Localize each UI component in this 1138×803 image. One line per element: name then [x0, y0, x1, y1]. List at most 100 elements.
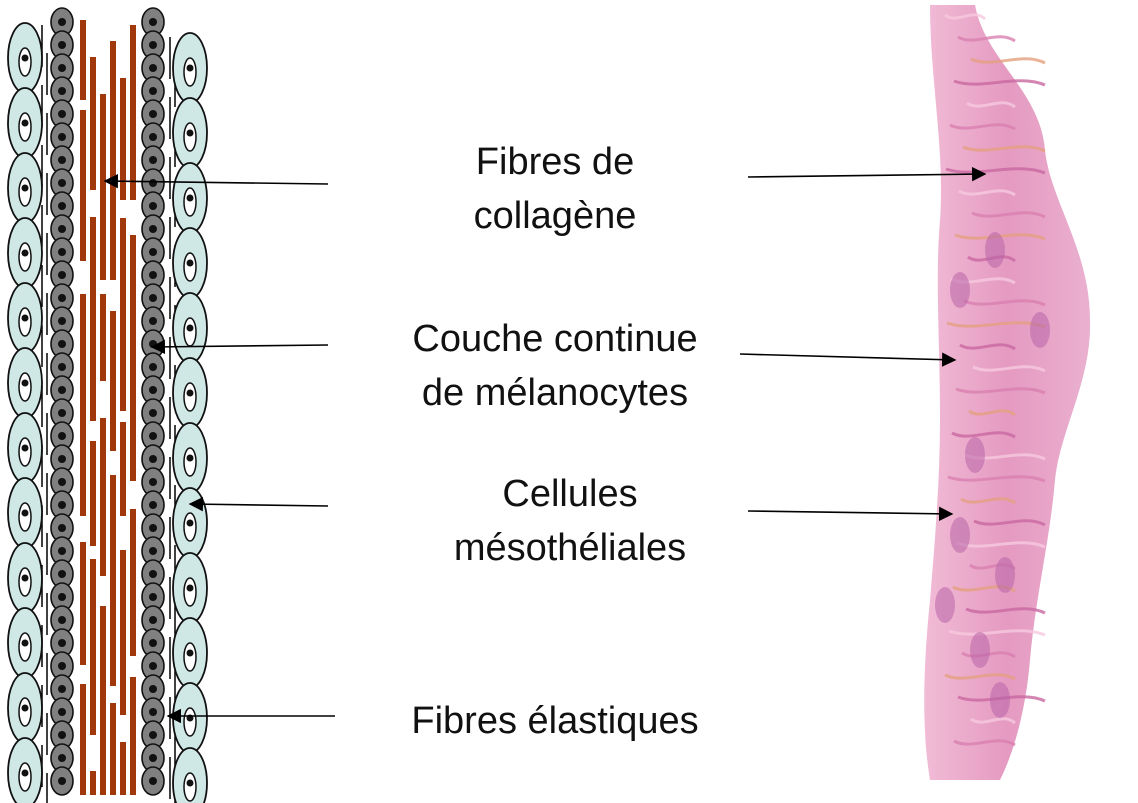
- melanocyte-nucleus: [149, 639, 157, 647]
- melanocyte-nucleus: [58, 248, 66, 256]
- tissue-nucleus: [950, 517, 970, 553]
- melanocyte-nucleus: [149, 616, 157, 624]
- melanocyte-nucleus: [149, 317, 157, 325]
- arrow-melanocytes-right: [740, 354, 955, 360]
- label-melanocyte-layer: Couche continuede mélanocytes: [370, 312, 740, 420]
- mesothelial-cell-inner: [19, 503, 31, 531]
- melanocyte-nucleus: [58, 363, 66, 371]
- melanocyte-nucleus: [149, 133, 157, 141]
- melanocyte-nucleus: [149, 18, 157, 26]
- mesothelial-nucleus: [187, 260, 194, 267]
- melanocyte-nucleus: [149, 179, 157, 187]
- mesothelial-cell-inner: [184, 188, 196, 216]
- melanocyte-nucleus: [58, 754, 66, 762]
- melanocyte-nucleus: [149, 593, 157, 601]
- mesothelial-cell-inner: [184, 58, 196, 86]
- collagen-fiber: [100, 94, 106, 280]
- melanocyte-nucleus: [149, 294, 157, 302]
- tissue-nucleus: [935, 587, 955, 623]
- tissue-nucleus: [985, 232, 1005, 268]
- melanocyte-nucleus: [149, 87, 157, 95]
- mesothelial-cell-inner: [184, 448, 196, 476]
- arrow-collagen-left: [105, 181, 328, 184]
- melanocyte-nucleus: [149, 754, 157, 762]
- mesothelial-cell-inner: [184, 123, 196, 151]
- collagen-fiber: [110, 311, 116, 451]
- collagen-fiber: [80, 684, 86, 795]
- collagen-fiber: [100, 606, 106, 795]
- mesothelial-cell-inner: [184, 383, 196, 411]
- melanocyte-nucleus: [58, 547, 66, 555]
- melanocyte-nucleus: [58, 731, 66, 739]
- mesothelial-nucleus: [22, 120, 29, 127]
- melanocyte-nucleus: [149, 409, 157, 417]
- mesothelial-cell-inner: [184, 578, 196, 606]
- melanocyte-nucleus: [58, 18, 66, 26]
- mesothelial-cell-inner: [184, 318, 196, 346]
- mesothelial-cell-inner: [19, 568, 31, 596]
- collagen-fiber: [80, 542, 86, 665]
- collagen-fiber: [90, 441, 96, 546]
- arrow-mesothelial-left: [190, 504, 328, 506]
- melanocyte-nucleus: [58, 317, 66, 325]
- tissue-section: [924, 5, 1090, 780]
- melanocyte-nucleus: [149, 455, 157, 463]
- melanocyte-nucleus: [58, 133, 66, 141]
- collagen-fiber: [90, 57, 96, 190]
- melanocyte-nucleus: [58, 570, 66, 578]
- mesothelial-nucleus: [187, 325, 194, 332]
- melanocyte-nucleus: [149, 156, 157, 164]
- mesothelial-cell-inner: [19, 113, 31, 141]
- melanocyte-nucleus: [149, 363, 157, 371]
- melanocyte-nucleus: [58, 271, 66, 279]
- tissue-nucleus: [1030, 312, 1050, 348]
- mesothelial-nucleus: [22, 315, 29, 322]
- melanocyte-nucleus: [149, 386, 157, 394]
- melanocyte-nucleus: [149, 478, 157, 486]
- tissue-nucleus: [995, 557, 1015, 593]
- melanocyte-nucleus: [149, 248, 157, 256]
- mesothelial-nucleus: [187, 585, 194, 592]
- mesothelial-cell-inner: [19, 633, 31, 661]
- mesothelial-nucleus: [187, 780, 194, 787]
- collagen-fiber: [130, 235, 136, 481]
- melanocyte-nucleus: [58, 639, 66, 647]
- melanocyte-nucleus: [58, 616, 66, 624]
- mesothelial-nucleus: [22, 640, 29, 647]
- collagen-fiber: [100, 294, 106, 381]
- mesothelial-nucleus: [22, 185, 29, 192]
- collagen-fiber: [80, 294, 86, 516]
- collagen-fiber: [120, 218, 126, 411]
- melanocyte-nucleus: [58, 662, 66, 670]
- melanocyte-nucleus: [58, 524, 66, 532]
- tissue-nucleus: [965, 437, 985, 473]
- melanocyte-nucleus: [58, 777, 66, 785]
- mesothelial-cell-inner: [19, 373, 31, 401]
- collagen-fiber: [130, 25, 136, 200]
- mesothelial-nucleus: [22, 445, 29, 452]
- mesothelial-nucleus: [22, 380, 29, 387]
- mesothelial-cell-inner: [19, 178, 31, 206]
- mesothelial-nucleus: [22, 770, 29, 777]
- melanocyte-nucleus: [58, 432, 66, 440]
- mesothelial-nucleus: [22, 575, 29, 582]
- mesothelial-cell-inner: [184, 708, 196, 736]
- melanocyte-nucleus: [149, 41, 157, 49]
- arrow-mesothelial-right: [748, 511, 952, 514]
- melanocyte-nucleus: [58, 202, 66, 210]
- mesothelial-nucleus: [187, 390, 194, 397]
- melanocyte-nucleus: [58, 386, 66, 394]
- mesothelial-cell-inner: [184, 643, 196, 671]
- melanocyte-nucleus: [149, 501, 157, 509]
- pointer-arrows: [105, 174, 985, 716]
- melanocyte-nucleus: [58, 64, 66, 72]
- collagen-fiber: [80, 20, 86, 100]
- mesothelial-nucleus: [22, 510, 29, 517]
- schematic-layers: [8, 8, 207, 803]
- tissue-nucleus: [970, 632, 990, 668]
- melanocyte-nucleus: [58, 593, 66, 601]
- melanocyte-nucleus: [58, 340, 66, 348]
- melanocyte-nucleus: [58, 455, 66, 463]
- melanocyte-nucleus: [149, 202, 157, 210]
